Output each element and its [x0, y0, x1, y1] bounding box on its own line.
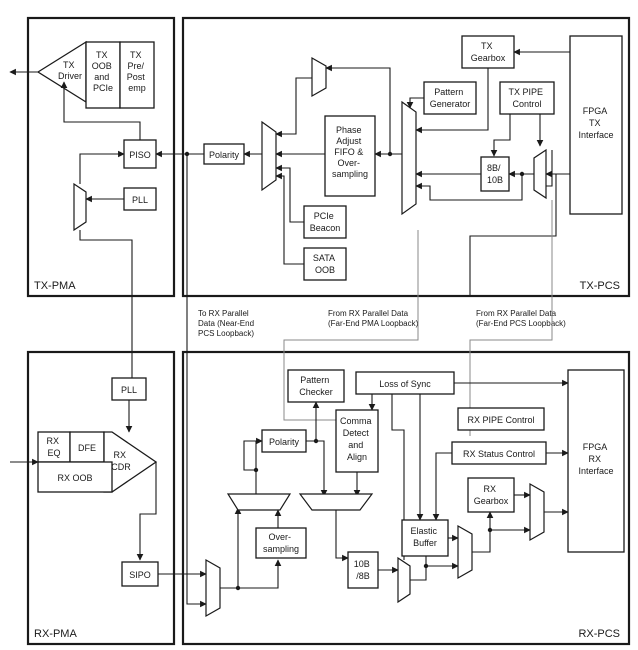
tx-gearbox-block	[461, 35, 515, 69]
tx-pma-label: TX-PMA	[34, 280, 76, 292]
tx-pre-post-emphasis-label: TX Pre/ Post emp	[127, 50, 148, 93]
rx-pma-label: RX-PMA	[34, 628, 77, 640]
tx-oob-pcie-label: TX OOB and PCIe	[92, 50, 115, 93]
decoder-10b8b-label: 10B /8B	[354, 559, 373, 581]
sata-oob-block	[303, 247, 347, 281]
encoder-8b10b-label: 8B/ 10B	[487, 163, 503, 185]
tx-pre-post-emphasis-block	[119, 41, 155, 109]
pattern-checker-block	[287, 369, 345, 403]
dfe-block	[69, 431, 105, 463]
far-end-pcs-loopback-note: From RX Parallel Data (Far-End PCS Loopb…	[476, 309, 566, 328]
rx-elastic-bypass-mux	[457, 524, 473, 580]
rx-status-control-label: RX Status Control	[463, 449, 535, 459]
tx-pcs-datapath-mux	[401, 100, 417, 216]
rx-eq-block	[37, 431, 71, 463]
pcie-beacon-label: PCIe Beacon	[310, 211, 341, 233]
phase-adjust-fifo-block	[324, 115, 376, 197]
rx-gearbox-label: RX Gearbox	[474, 484, 509, 506]
rx-oversampling-block	[255, 527, 307, 559]
rx-cdr-label: RX CDR	[111, 450, 131, 472]
loss-of-sync-label: Loss of Sync	[379, 379, 431, 389]
fpga-tx-interface-label: FPGA TX Interface	[578, 106, 613, 140]
tx-polarity-label: Polarity	[209, 150, 240, 160]
tx-piso-block	[123, 139, 157, 169]
tx-pipe-control-block	[499, 81, 555, 115]
phase-adjust-fifo-label: Phase Adjust FIFO & Over- sampling	[332, 125, 368, 179]
tx-pcs-output-mux	[261, 120, 277, 192]
dfe-label: DFE	[78, 443, 96, 453]
rx-comma-mux	[298, 493, 374, 511]
fpga-tx-interface-block	[569, 35, 623, 215]
comma-detect-align-label: Comma Detect and Align	[340, 416, 374, 462]
tx-encoder-bypass-mux	[533, 148, 547, 200]
rx-pipe-control-label: RX PIPE Control	[467, 415, 534, 425]
rx-pma-section	[26, 350, 176, 646]
rx-gearbox-block	[467, 477, 515, 513]
tx-pma-clock-mux	[73, 182, 87, 232]
tx-pcs-label: TX-PCS	[580, 280, 620, 292]
near-end-loopback-note: To RX Parallel Data (Near-End PCS Loopba…	[198, 309, 256, 338]
fpga-rx-interface-block	[567, 369, 625, 553]
sata-oob-label: SATA OOB	[313, 253, 337, 275]
rx-decoder-bypass-mux	[397, 556, 411, 604]
tx-piso-label: PISO	[129, 150, 151, 160]
sipo-label: SIPO	[129, 570, 151, 580]
tx-pcs-upper-mux	[311, 56, 327, 98]
pattern-generator-block	[423, 81, 477, 115]
rx-pcs-label: RX-PCS	[578, 628, 620, 640]
tx-pma-pll-label: PLL	[132, 195, 148, 205]
pattern-generator-label: Pattern Generator	[430, 87, 471, 109]
decoder-10b8b-block	[347, 551, 379, 589]
rx-oob-block	[37, 461, 113, 493]
tx-pipe-control-label: TX PIPE Control	[508, 87, 545, 109]
tx-gearbox-label: TX Gearbox	[471, 41, 506, 63]
rx-oob-label: RX OOB	[57, 473, 92, 483]
rx-output-mux	[529, 482, 545, 542]
rx-input-mux	[205, 558, 221, 618]
encoder-8b10b-block	[480, 156, 510, 192]
rx-polarity-label: Polarity	[269, 437, 300, 447]
far-end-pma-loopback-note: From RX Parallel Data (Far-End PMA Loopb…	[328, 309, 419, 328]
rx-eq-label: RX EQ	[46, 436, 61, 458]
rx-pipe-control-block	[457, 407, 545, 431]
pattern-checker-label: Pattern Checker	[299, 375, 333, 397]
tx-driver-label: TX Driver	[58, 60, 82, 81]
rx-oversampling-label: Over- sampling	[263, 532, 299, 554]
rx-pma-pll-label: PLL	[121, 385, 137, 395]
fpga-rx-interface-label: FPGA RX Interface	[578, 442, 613, 476]
rx-polarity-mux	[226, 493, 292, 511]
tx-oob-pcie-block	[85, 41, 121, 109]
pcie-beacon-block	[303, 205, 347, 239]
elastic-buffer-label: Elastic Buffer	[410, 526, 439, 548]
